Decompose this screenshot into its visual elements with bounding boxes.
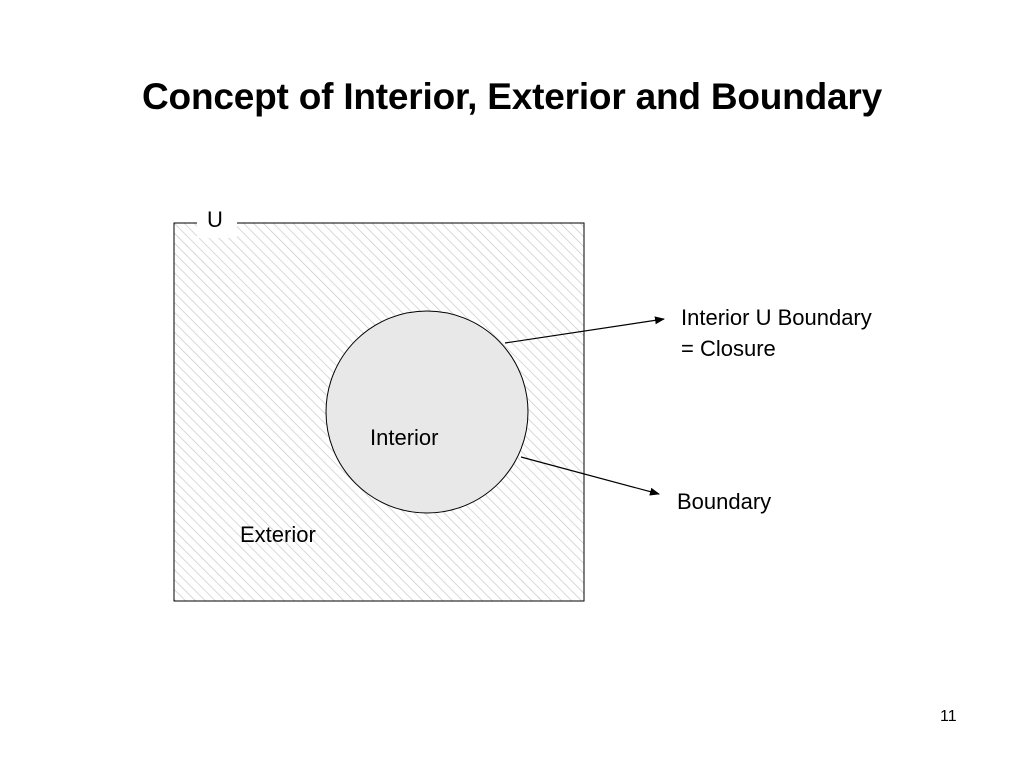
interior-set-circle	[325, 310, 529, 514]
interior-label: Interior	[370, 425, 439, 450]
boundary-pointer-arrow	[520, 456, 660, 496]
slide-title: Concept of Interior, Exterior and Bounda…	[142, 76, 882, 117]
universe-label: U	[207, 207, 223, 232]
universe-label-background	[197, 208, 237, 238]
boundary-label: Boundary	[677, 489, 772, 514]
closure-label: Interior U Boundary = Closure	[681, 302, 872, 364]
closure-label-line1: Interior U Boundary	[681, 305, 872, 330]
page-number: 11	[940, 708, 957, 725]
exterior-label: Exterior	[240, 522, 316, 547]
closure-label-line2: = Closure	[681, 336, 776, 361]
closure-pointer-arrow	[504, 316, 665, 344]
